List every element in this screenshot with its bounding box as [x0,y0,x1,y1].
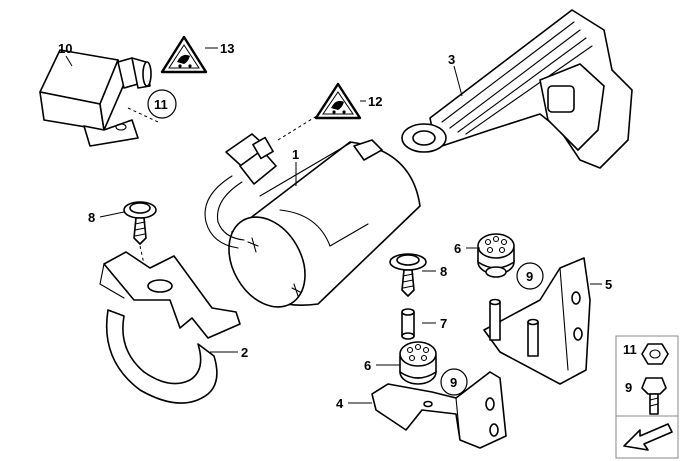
callout-8-right: 8 [440,264,447,279]
callout-11-bubble: 11 [147,89,177,119]
part-6-grommet-upper [477,233,515,278]
legend-label-11: 11 [623,342,637,357]
part-5-bracket [483,257,591,385]
part-8-bolt-right [389,253,427,297]
part-3-bracket-arm [401,9,633,169]
callout-7: 7 [440,316,447,331]
legend-box: 11 9 [615,335,679,459]
callout-4: 4 [336,396,344,411]
callout-8-left: 8 [88,210,95,225]
part-6-grommet-lower [399,341,437,385]
legend-label-9: 9 [625,380,632,395]
leader-lines [65,47,602,404]
callout-6-lower: 6 [364,358,371,373]
part-4-bracket [371,371,507,449]
callout-9-upper-bubble: 9 [516,262,544,290]
part-10-sensor [39,49,159,147]
callout-1: 1 [292,147,299,162]
warning-triangle-icon [160,35,208,74]
callout-11: 11 [154,97,168,112]
bolt-icon [641,377,667,415]
callout-3: 3 [448,52,455,67]
part-1-pump-motor [204,133,421,308]
nut-icon [641,343,669,365]
arrow-icon [623,423,673,451]
callout-13: 13 [220,41,234,56]
warning-triangle-icon [314,82,362,120]
callout-12: 12 [368,94,382,109]
callout-2: 2 [241,345,248,360]
part-2-clamp [99,251,241,404]
part-7-spacer [401,308,415,340]
callout-9-upper: 9 [526,269,533,284]
callout-5: 5 [605,277,612,292]
callout-10: 10 [58,41,72,56]
callout-6-upper: 6 [454,241,461,256]
callout-9-lower: 9 [450,375,457,390]
dash-line-12 [277,113,321,141]
callout-9-lower-bubble: 9 [440,368,468,396]
